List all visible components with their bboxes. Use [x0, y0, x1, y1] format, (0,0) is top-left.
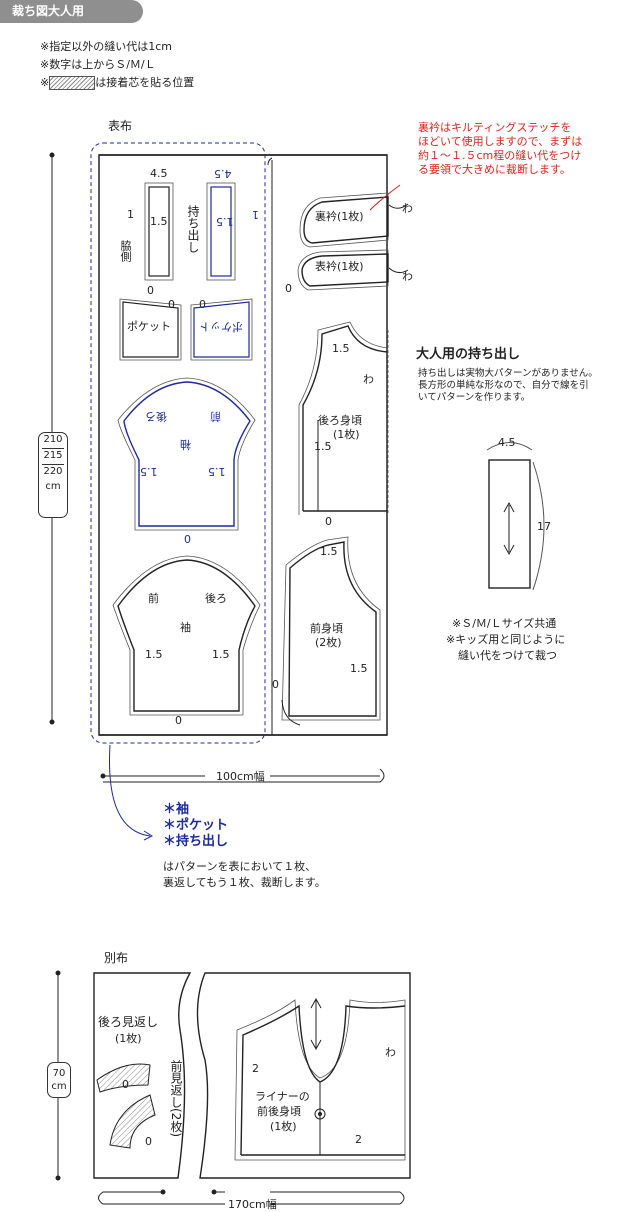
sub-fabric-width: 170cm幅 [228, 1198, 277, 1211]
sleeve-rev-zero: 0 [184, 532, 191, 545]
back-body-fold: わ [363, 373, 374, 386]
sleeve-rev-label: 袖 [180, 438, 191, 451]
front-body-allow-top: 1.5 [320, 545, 338, 558]
outer-fabric-width: 100cm幅 [216, 770, 265, 783]
back-facing-count: (1枚) [115, 1032, 142, 1045]
back-facing-zero-1: 0 [122, 1078, 129, 1091]
fold-mark-top-collar: わ [402, 270, 413, 283]
adult-placket-note3: 縫い代をつけて裁つ [458, 649, 557, 662]
fold-mark-under-collar: わ [402, 202, 413, 215]
placket-side-dim: 1 [127, 208, 134, 221]
reverse-cut-list: ＊袖 ＊ポケット ＊持ち出し [163, 802, 229, 849]
liner-label2: 前後身頃 [257, 1105, 301, 1118]
sleeve-allow-left: 1.5 [145, 648, 163, 661]
pocket-rev-zero: 0 [199, 298, 206, 311]
sleeve-label: 袖 [180, 621, 191, 634]
back-body-label: 後ろ身頃 [318, 414, 362, 427]
under-collar-note: 裏衿はキルティングステッチを ほどいて使用しますので、まずは 約１～１.５cm程… [418, 121, 583, 176]
liner-label: ライナーの [255, 1090, 310, 1103]
pocket-label: ポケット [127, 320, 171, 333]
back-body-zero: 0 [325, 515, 332, 528]
pocket-zero: 0 [168, 298, 175, 311]
sleeve-allow-right: 1.5 [212, 648, 230, 661]
liner-count: (1枚) [270, 1120, 297, 1133]
adult-placket-note1: ※Ｓ/Ｍ/Ｌサイズ共通 [452, 617, 557, 630]
front-body-count: (2枚) [315, 636, 342, 649]
side-seam-label: 脇側 [119, 240, 132, 262]
sub-fabric-label: 別布 [104, 951, 129, 965]
sub-length-dimension: 70 cm [47, 1062, 71, 1098]
back-facing-label: 後ろ見返し [98, 1015, 159, 1029]
sleeve-front: 前 [148, 592, 159, 605]
outer-fabric-label: 表布 [108, 119, 133, 133]
adult-placket-desc: 持ち出しは実物大パターンがありません。 長方形の単純な形なので、自分で線を引 い… [418, 368, 598, 403]
front-body-label: 前身頃 [310, 622, 343, 635]
front-facing-label: 前見返し(2枚) [169, 1060, 183, 1137]
under-collar-label: 裏衿(1枚) [315, 210, 364, 223]
note-seam-allowance: ※指定以外の縫い代は1cm [40, 40, 172, 53]
hatch-swatch [49, 76, 96, 90]
reverse-cut-desc2: 裏返してもう１枚、裁断します。 [163, 876, 326, 889]
sleeve-rev-front: 前 [210, 410, 221, 423]
placket-bottom-dim: 0 [147, 284, 154, 297]
sleeve-rev-back: 後ろ [145, 410, 167, 423]
placket-rev-side-dim: 1 [252, 208, 259, 221]
liner-fold: わ [385, 1046, 396, 1059]
note-size-order: ※数字は上からＳ/Ｍ/Ｌ [40, 58, 156, 71]
top-collar-label: 表衿(1枚) [315, 260, 364, 273]
back-body-count: (1枚) [333, 428, 360, 441]
front-body-zero: 0 [272, 678, 279, 691]
liner-allow-side: 2 [252, 1062, 259, 1075]
outer-length-dimension: 210 215 220 cm [38, 432, 68, 518]
placket-rev-top-dim: 4.5 [214, 167, 232, 180]
pocket-rev-label: ポケット [199, 320, 243, 333]
front-body-allow-side: 1.5 [350, 662, 368, 675]
placket-inner-dim: 1.5 [150, 215, 168, 228]
adult-placket-title: 大人用の持ち出し [416, 347, 521, 362]
adult-placket-note2: ※キッズ用と同じように [446, 633, 566, 646]
note-interfacing: ※は接着芯を貼る位置 [40, 76, 195, 90]
sleeve-rev-allow-right: 1.5 [208, 465, 226, 478]
reverse-cut-desc1: はパターンを表において１枚、 [163, 860, 317, 873]
sleeve-rev-allow-left: 1.5 [140, 465, 158, 478]
back-body-allow-side: 1.5 [314, 440, 332, 453]
back-body-allow-top: 1.5 [332, 342, 350, 355]
adult-placket-height: 17 [537, 520, 551, 533]
collar-zero: 0 [285, 282, 292, 295]
back-facing-zero-2: 0 [145, 1135, 152, 1148]
sleeve-zero: 0 [175, 714, 182, 727]
section-badge: 裁ち図大人用 [0, 0, 143, 23]
liner-allow-bottom: 2 [355, 1133, 362, 1146]
placket-label: 持ち出し [186, 205, 200, 253]
placket-top-dim: 4.5 [150, 167, 168, 180]
sleeve-back: 後ろ [205, 592, 227, 605]
placket-rev-inner-dim: 1.5 [216, 215, 234, 228]
adult-placket-width: 4.5 [498, 436, 516, 449]
